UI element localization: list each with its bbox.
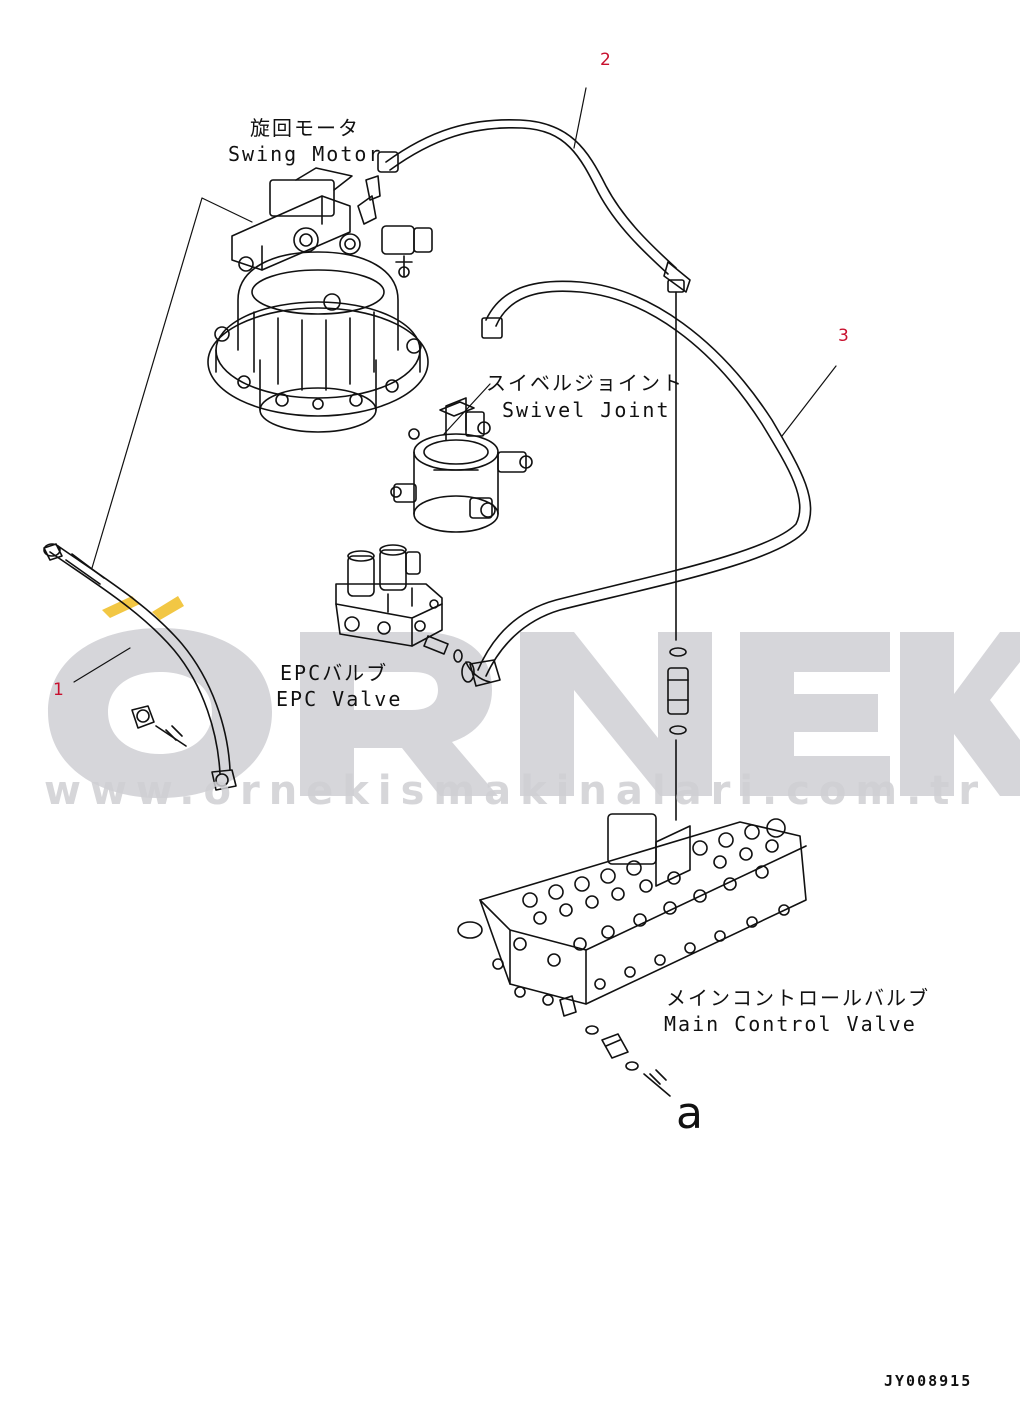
swing-motor-label-en: Swing Motor bbox=[228, 142, 383, 166]
main-control-valve-label-jp: メインコントロールバルブ bbox=[666, 986, 930, 1010]
main-control-valve-drawing bbox=[457, 813, 807, 1017]
document-id: JY008915 bbox=[884, 1372, 973, 1390]
swivel-joint-drawing bbox=[390, 397, 533, 533]
epc-valve-drawing bbox=[335, 544, 443, 647]
swivel-joint-label-en: Swivel Joint bbox=[502, 398, 671, 422]
swing-motor-drawing bbox=[207, 167, 433, 433]
center-fitting-column bbox=[667, 291, 689, 821]
epc-valve-label-en: EPC Valve bbox=[276, 687, 403, 711]
callout-2: 2 bbox=[600, 50, 611, 70]
detail-a-fittings bbox=[585, 1025, 671, 1097]
main-control-valve-ports bbox=[513, 818, 790, 1006]
detail-marker-a: a bbox=[676, 1088, 703, 1139]
hose-3-drawing bbox=[461, 280, 812, 687]
callout-1: 1 bbox=[53, 680, 64, 700]
hose-2-drawing bbox=[377, 118, 691, 293]
watermark-accent-mark bbox=[102, 596, 184, 620]
line-art bbox=[43, 87, 837, 1097]
epc-fittings bbox=[423, 635, 491, 683]
swing-motor-label-jp: 旋回モータ bbox=[250, 116, 360, 140]
main-control-valve-label-en: Main Control Valve bbox=[664, 1012, 917, 1036]
leader-lines bbox=[73, 87, 837, 683]
swivel-joint-label-jp: スイベルジョイント bbox=[486, 371, 684, 395]
watermark-logo bbox=[48, 628, 1020, 798]
callout-3: 3 bbox=[838, 326, 849, 346]
hose-1-drawing bbox=[43, 543, 237, 791]
watermark-url: www.ornekismakinalari.com.tr bbox=[44, 768, 988, 814]
epc-valve-label-jp: EPCバルブ bbox=[280, 661, 389, 685]
hose-1-elbow-fitting bbox=[131, 705, 187, 747]
